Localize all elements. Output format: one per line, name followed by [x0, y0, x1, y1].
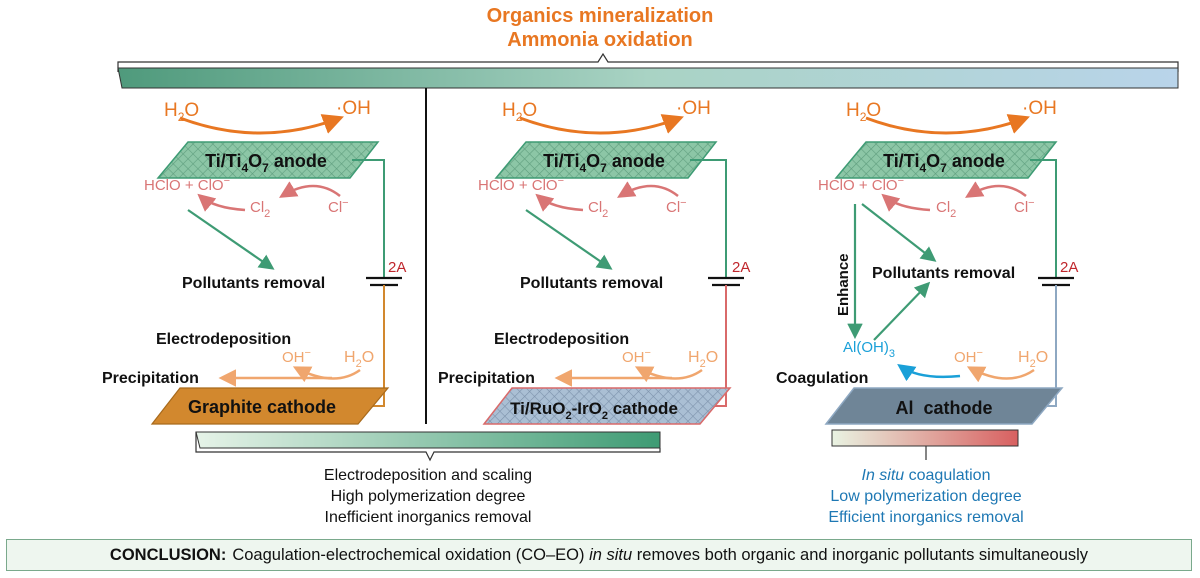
hclo-to-pollutants-arrow-3 — [861, 203, 937, 262]
aloh-to-pollutants-arrow — [873, 281, 931, 341]
precipitation-label: Precipitation — [102, 370, 199, 387]
cathode-plate-3 — [824, 387, 1064, 425]
cl2-to-hclo-arrow — [197, 193, 246, 212]
h2o-label: H2O — [164, 100, 199, 124]
h2o-cathode-label-2: H2O — [688, 349, 718, 370]
header-line1: Organics mineralization — [487, 5, 714, 27]
hclo-to-pollutants-arrow-2 — [525, 209, 613, 270]
circuit-wire-top-3 — [1030, 159, 1057, 278]
anode-label: Ti/Ti4O7 anode — [205, 151, 327, 175]
oh-minus-label: OH− — [282, 347, 311, 366]
oh-radical-label: ·OH — [336, 98, 371, 119]
h2o-cathode-label: H2O — [344, 349, 374, 370]
cl2-label-2: Cl2 — [588, 199, 608, 220]
cl-minus-label: Cl− — [328, 197, 349, 216]
panel-aluminum: H2O ·OH Ti/Ti4O7 anode HClO + ClO− Cl2 C… — [776, 98, 1078, 425]
h2o-label-3: H2O — [846, 100, 881, 124]
panel-ruo2: H2O ·OH Ti/Ti4O7 anode HClO + ClO− Cl2 C… — [438, 98, 750, 425]
current-label-3: 2A — [1060, 259, 1078, 276]
anode-plate — [156, 141, 380, 179]
header-line2: Ammonia oxidation — [507, 29, 693, 51]
pollutants-removal-label-3: Pollutants removal — [872, 265, 1015, 282]
h2o-to-oh-arrow-3 — [865, 114, 1030, 135]
h2o-cathode-label-3: H2O — [1018, 349, 1048, 370]
electrodeposition-label: Electrodeposition — [156, 331, 291, 348]
left-summary-line2: High polymerization degree — [331, 488, 526, 505]
left-summary-line3: Inefficient inorganics removal — [325, 509, 532, 526]
cl2-to-hclo-arrow-3 — [881, 193, 931, 212]
electrodeposition-label-2: Electrodeposition — [494, 331, 629, 348]
anode-plate-3 — [834, 141, 1058, 179]
anode-label-3: Ti/Ti4O7 anode — [883, 151, 1005, 175]
oh-minus-label-2: OH− — [622, 347, 651, 366]
cathode-label-3: Al cathode — [895, 398, 992, 418]
h2o-to-oh-arrow — [179, 114, 344, 135]
cl-to-cl2-arrow — [279, 181, 341, 198]
h2o-to-ohminus-arrow-2 — [634, 366, 703, 383]
hclo-label-3: HClO + ClO− — [818, 175, 904, 194]
top-brace — [117, 52, 1179, 89]
h2o-to-oh-arrow-2 — [519, 114, 684, 135]
panel-graphite: H2O ·OH Ti/Ti4O7 anode HClO + ClO− Cl2 C… — [102, 98, 406, 425]
coagulation-label: Coagulation — [776, 370, 868, 387]
oh-minus-label-3: OH− — [954, 347, 983, 366]
cl-minus-label-2: Cl− — [666, 197, 687, 216]
h2o-to-ohminus-arrow-3 — [966, 366, 1035, 383]
right-summary-line1: In situ coagulation — [862, 467, 991, 484]
conclusion-text-b: removes both organic and inorganic pollu… — [632, 545, 1089, 564]
h2o-label-2: H2O — [502, 100, 537, 124]
anode-label-2: Ti/Ti4O7 anode — [543, 151, 665, 175]
current-label: 2A — [388, 259, 406, 276]
conclusion-label: CONCLUSION: — [109, 545, 227, 564]
pollutants-removal-label-2: Pollutants removal — [520, 275, 663, 292]
right-summary-line2: Low polymerization degree — [830, 488, 1021, 505]
hclo-label: HClO + ClO− — [144, 175, 230, 194]
cl-minus-label-3: Cl− — [1014, 197, 1035, 216]
right-summary-bar — [831, 429, 1019, 460]
ohminus-to-aloh-arrow — [897, 363, 961, 382]
cl2-to-hclo-arrow-2 — [535, 193, 584, 212]
oh-radical-label-3: ·OH — [1022, 98, 1057, 119]
conclusion-box: CONCLUSION: Coagulation-electrochemical … — [6, 539, 1192, 571]
right-summary-line3: Efficient inorganics removal — [828, 509, 1023, 526]
precipitation-label-2: Precipitation — [438, 370, 535, 387]
cl2-label: Cl2 — [250, 199, 270, 220]
circuit-wire-top — [352, 159, 385, 278]
cl2-label-3: Cl2 — [936, 199, 956, 220]
cathode-plate — [150, 387, 390, 425]
cathode-label: Graphite cathode — [188, 397, 336, 417]
left-summary-brace — [195, 431, 661, 462]
enhance-label: Enhance — [835, 253, 852, 316]
diagram-canvas: Organics mineralization Ammonia oxidatio… — [102, 5, 1179, 526]
hclo-to-pollutants-arrow — [187, 209, 275, 270]
oh-radical-label-2: ·OH — [676, 98, 711, 119]
current-label-2: 2A — [732, 259, 750, 276]
cathode-plate-2 — [482, 387, 732, 425]
anode-plate-2 — [494, 141, 718, 179]
cl-to-cl2-arrow-3 — [965, 181, 1027, 198]
left-summary-line1: Electrodeposition and scaling — [324, 467, 532, 484]
circuit-wire-top-2 — [690, 159, 727, 278]
pollutants-removal-label: Pollutants removal — [182, 275, 325, 292]
cathode-label-2: Ti/RuO2-IrO2 cathode — [510, 399, 678, 422]
aloh3-label: Al(OH)3 — [843, 339, 895, 360]
hclo-label-2: HClO + ClO− — [478, 175, 564, 194]
conclusion-text-a: Coagulation-electrochemical oxidation (C… — [232, 545, 590, 564]
conclusion-text-italic: in situ — [589, 545, 633, 564]
cl-to-cl2-arrow-2 — [617, 181, 679, 198]
